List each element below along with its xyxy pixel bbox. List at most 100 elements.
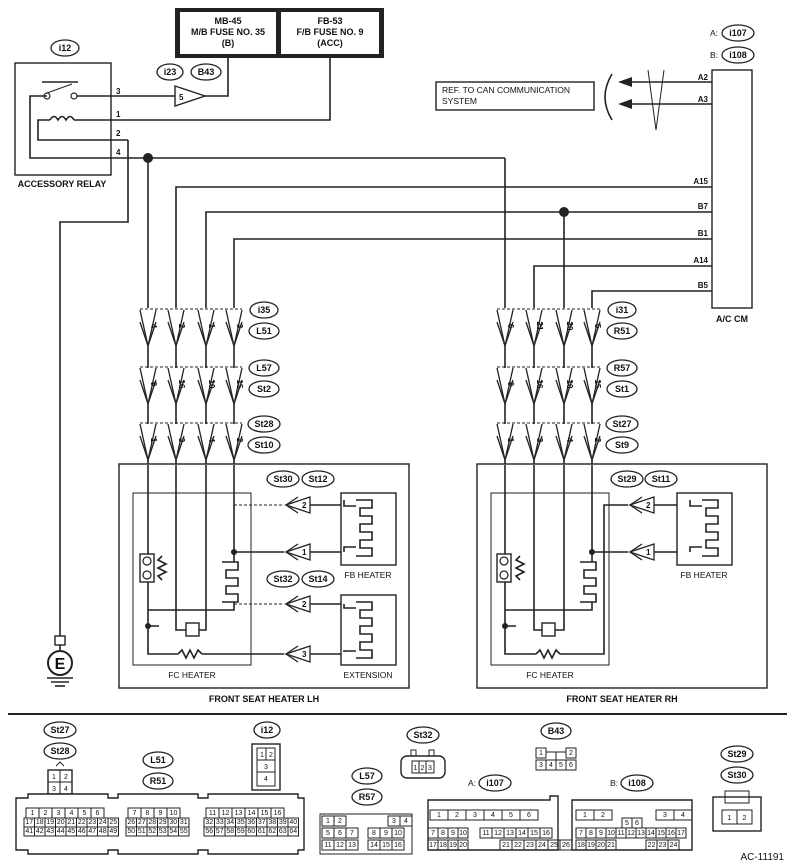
i108-cell-19: 19 [587,842,595,849]
big-cell-23: 23 [88,819,96,826]
big-cell-44: 44 [57,828,65,835]
lh-pin-label-2-4: 15 [235,380,244,389]
relay-pin-2: 2 [116,129,121,138]
big-cell-46: 46 [78,828,86,835]
conn-i108-prefix: B: [610,778,618,788]
l57-cell-14: 14 [370,842,378,849]
lh-fb-pin-1: 1 [302,548,307,557]
l57-cell-1: 1 [326,818,330,825]
i108-cell-6: 6 [635,820,639,827]
connector-st29-st30: St29 St30 1 2 [712,745,762,832]
i12-cell-4: 4 [264,776,268,783]
big-cell-33: 33 [216,819,224,826]
rh-pin-label-1-2: 21 [535,322,544,331]
lh-fb-pin-2: 2 [302,501,307,510]
big-cell-55: 55 [180,828,188,835]
big-cell-63: 63 [279,828,287,835]
big-cell-59: 59 [237,828,245,835]
i108-cell-13: 13 [637,830,645,837]
l57-cell-8: 8 [372,830,376,837]
big-cell-box-49 [107,826,119,837]
i108-cell-12: 12 [627,830,635,837]
big-cell-56: 56 [205,828,213,835]
conn-i107-label: i107 [486,778,504,788]
conn-l57-label: L57 [359,771,375,781]
i107-cell-22: 22 [514,842,522,849]
l57-cell-box-16 [391,839,405,851]
rh-conn3-b: St9 [615,440,629,450]
ac-pin-b5: B5 [698,281,709,290]
big-cell-48: 48 [99,828,107,835]
inline-conn-a: i23 [164,67,177,77]
ground-label: E [55,656,66,673]
ac-pin-a3: A3 [698,95,709,104]
relay-feed-wiring: i23 B43 5 [59,58,331,636]
ac-pin-b7: B7 [698,202,709,211]
rh-conn2-a: R57 [614,363,631,373]
big-cell-43: 43 [46,828,54,835]
big-cell-53: 53 [159,828,167,835]
ac-cm-conn-a-prefix: A: [710,28,718,38]
big-cell-62: 62 [268,828,276,835]
st28-cell-4: 4 [64,786,68,793]
lh-fb-conn-a: St30 [273,474,292,484]
rh-conn-row2-pin-1: 9 [496,367,515,424]
conn-st28-label: St28 [50,746,69,756]
lh-conn1-b: L51 [256,326,272,336]
l57-cell-2: 2 [338,818,342,825]
ac-cm-conn-b-id: i108 [729,50,747,60]
i108-cell-7: 7 [579,830,583,837]
big-cell-2: 2 [44,810,48,817]
i108-cell-22: 22 [648,842,656,849]
conn-st30-label: St30 [727,770,746,780]
front-seat-heater-lh: FB HEATER EXTENSION FC HEATER FRONT SEAT… [118,463,410,704]
lh-pin-label-2-3: 10 [207,380,216,389]
big-cell-box-64 [287,826,299,837]
i107-cell-box-16 [539,827,553,839]
big-cell-26: 26 [127,819,135,826]
ac-control-module: A/C CM A: i107 B: i108 A2 A3 A15 B7 B1 A… [435,24,755,324]
relay-pin-3: 3 [116,87,121,96]
i107-cell-box-6 [519,809,539,821]
big-cell-21: 21 [67,819,75,826]
big-cell-24: 24 [99,819,107,826]
l57-cell-3: 3 [392,818,396,825]
rh-conn1-a: i31 [616,305,629,315]
lh-fb-conn-b: St12 [308,474,327,484]
i108-cell-23: 23 [659,842,667,849]
i107-cell-2: 2 [455,812,459,819]
i12-cell-3: 3 [264,764,268,771]
big-cell-29: 29 [159,819,167,826]
i107-cell-11: 11 [482,830,489,837]
rh-conn2-b: St1 [615,384,629,394]
conn-i108-label: i108 [628,778,646,788]
i107-cell-6: 6 [527,812,531,819]
i108-cell-17: 17 [677,830,685,837]
big-cell-32: 32 [205,819,213,826]
i108-cell-5: 5 [625,820,629,827]
l57-cell-11: 11 [324,842,331,849]
i12-cell-1: 1 [260,752,264,759]
mb45-fuse-line1: MB-45 [214,16,241,26]
lh-pin-label-2-1: 9 [149,382,158,387]
lh-fb-heater-label: FB HEATER [344,570,391,580]
i107-cell-21: 21 [502,842,510,849]
big-cell-51: 51 [138,828,146,835]
lh-connector-stack: i35 L51 L57 St2 St28 St10 [247,301,281,454]
i108-cell-9: 9 [599,830,603,837]
lh-conn-row1-pin-2: 2 [167,309,186,368]
st28-cell-2: 2 [64,774,68,781]
lh-conn1-a: i35 [258,305,271,315]
relay-conn-id: i12 [59,43,72,53]
rh-fb-pin-2: 2 [646,501,651,510]
rh-pin-label-3-3: 4 [565,438,574,443]
l57-cell-box-13 [345,839,359,851]
lh-conn-row1-pin-4: 3 [225,309,244,368]
lh-ext-pin-3: 3 [302,650,307,659]
l57-cell-12: 12 [336,842,344,849]
big-cell-14: 14 [248,810,256,817]
lh-pin-label-3-1: 1 [149,438,158,443]
rh-connector-stack: i31 R51 R57 St1 St27 St9 [605,301,639,454]
